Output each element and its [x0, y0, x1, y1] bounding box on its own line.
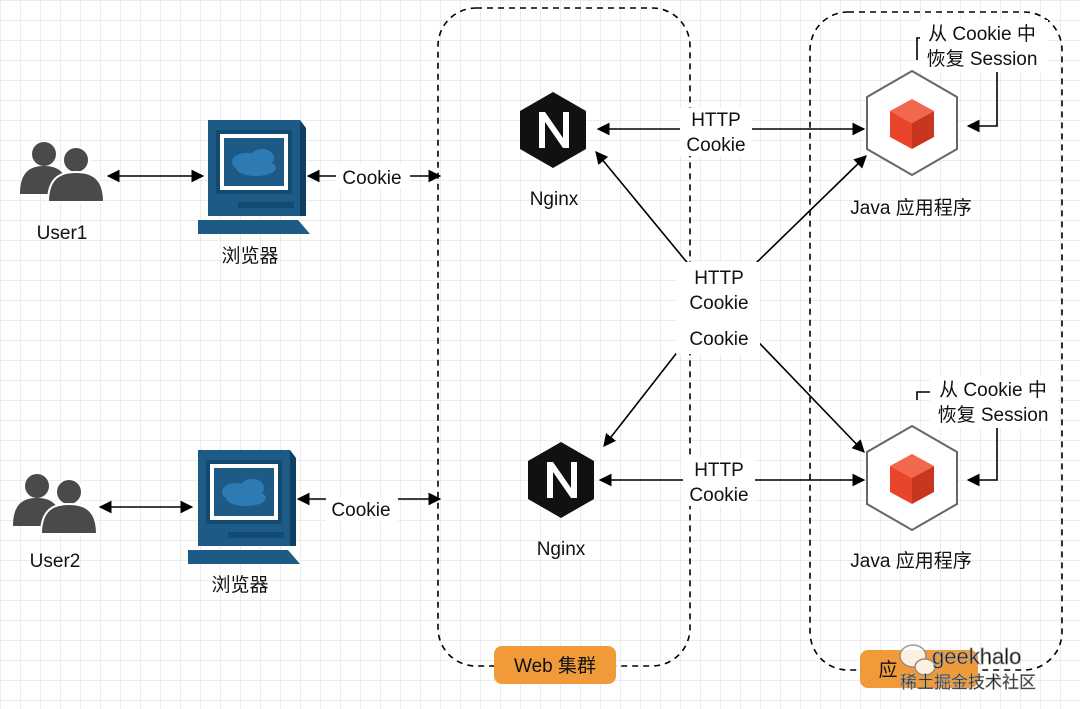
browser1-icon — [198, 120, 310, 234]
web-cluster-boundary — [437, 7, 691, 667]
nginx2-icon — [528, 442, 594, 518]
user1-icon — [19, 141, 105, 203]
edge-cross-label-line3: Cookie — [689, 329, 748, 350]
nginx1-label: Nginx — [530, 189, 579, 210]
edge-browser2-web-label: Cookie — [331, 500, 390, 521]
browser2-icon — [188, 450, 300, 564]
app-cluster-label: 应 — [878, 659, 897, 681]
edge-nginx1-java1-label-line2: Cookie — [686, 135, 745, 156]
edge-nginx1-java1-label-line1: HTTP — [691, 110, 741, 131]
wechat-icon — [899, 644, 936, 676]
nginx1-icon — [520, 92, 586, 168]
browser1-label: 浏览器 — [221, 245, 278, 267]
java-app2-label: Java 应用程序 — [850, 550, 971, 572]
watermark-brand: geekhalo — [932, 644, 1021, 669]
java-app2-note-line1: 从 Cookie 中 — [939, 379, 1047, 401]
app-cluster-boundary — [809, 11, 1063, 671]
edge-browser1-web-label: Cookie — [342, 168, 401, 189]
edge-nginx2-java2-label-line1: HTTP — [694, 460, 744, 481]
java-app1-note-line1: 从 Cookie 中 — [928, 23, 1036, 45]
java-app1-note-line2: 恢复 Session — [927, 48, 1038, 70]
edge-cross-label-line2: Cookie — [689, 293, 748, 314]
edge-cross-label-line1: HTTP — [694, 268, 744, 289]
user2-label: User2 — [30, 551, 81, 572]
browser2-label: 浏览器 — [211, 574, 268, 596]
java-app1-label: Java 应用程序 — [850, 197, 971, 219]
web-cluster-badge — [494, 646, 616, 684]
web-cluster-label: Web 集群 — [514, 655, 596, 677]
java-app1-icon — [866, 70, 958, 176]
edge-nginx2-java2-label-line2: Cookie — [689, 485, 748, 506]
java-app2-note-line2: 恢复 Session — [938, 404, 1049, 426]
java-app2-icon — [866, 425, 958, 531]
watermark-sub: 稀土掘金技术社区 — [900, 673, 1036, 692]
nginx2-label: Nginx — [537, 539, 586, 560]
user2-icon — [12, 473, 98, 535]
user1-label: User1 — [37, 223, 88, 244]
